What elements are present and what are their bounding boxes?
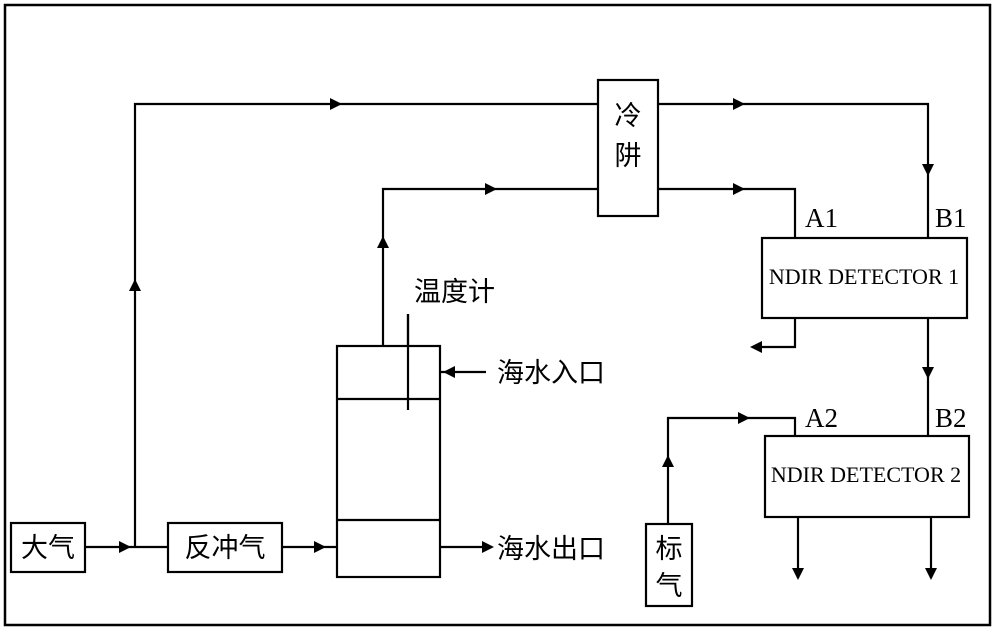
cold-trap-box [596, 78, 660, 218]
equilibrator-body [335, 344, 442, 579]
standard-gas-label-1: 标 [656, 534, 683, 565]
backflush-box [166, 521, 284, 574]
arrow-right-icon [314, 541, 326, 553]
arrow-left-icon [443, 366, 455, 378]
arrow-down-icon [922, 164, 934, 176]
arrow-up-icon [662, 455, 674, 467]
arrow-right-icon [119, 541, 131, 553]
line-detector1-waste [757, 318, 797, 349]
arrow-right-icon [330, 98, 342, 110]
line-cold-trap-to-b1 [658, 102, 930, 238]
seawater-inlet-label: 海水入口 [497, 358, 605, 389]
port-a2-label: A2 [805, 403, 838, 433]
arrow-down-icon [922, 367, 934, 379]
backflush-label: 反冲气 [185, 533, 266, 564]
port-b2-label: B2 [935, 403, 967, 433]
detector2-label: NDIR DETECTOR 2 [771, 462, 961, 487]
arrow-right-icon [482, 541, 494, 553]
thermometer-label: 温度计 [414, 277, 495, 308]
line-air-branch-to-cold-trap [133, 102, 598, 547]
arrow-left-icon [750, 341, 762, 353]
cold-trap-label-2: 阱 [615, 141, 642, 172]
arrow-down-icon [925, 568, 937, 580]
port-b1-label: B1 [935, 203, 967, 233]
detector1-label: NDIR DETECTOR 1 [769, 264, 959, 289]
standard-gas-label-2: 气 [656, 571, 683, 602]
line-standard-gas-to-a2 [666, 416, 797, 524]
outer-frame [3, 3, 992, 627]
port-a1-label: A1 [805, 203, 838, 233]
arrow-right-icon [485, 183, 497, 195]
flow-arrows [119, 98, 937, 580]
arrow-right-icon [733, 98, 745, 110]
detector2-box [763, 434, 971, 519]
cold-trap-label-1: 冷 [615, 101, 642, 132]
seawater-outlet-label: 海水出口 [497, 534, 605, 565]
arrow-up-icon [377, 236, 389, 248]
equilibrator [335, 344, 442, 579]
line-equilibrator-to-cold-trap [381, 187, 598, 346]
standard-gas-box [644, 522, 694, 608]
arrow-up-icon [129, 279, 141, 291]
line-cold-trap-to-a1 [658, 187, 797, 238]
arrow-down-icon [792, 568, 804, 580]
air-box [9, 521, 87, 574]
arrow-right-icon [733, 183, 745, 195]
air-label: 大气 [21, 533, 75, 564]
detector1-box [760, 236, 969, 320]
arrow-right-icon [738, 412, 750, 424]
